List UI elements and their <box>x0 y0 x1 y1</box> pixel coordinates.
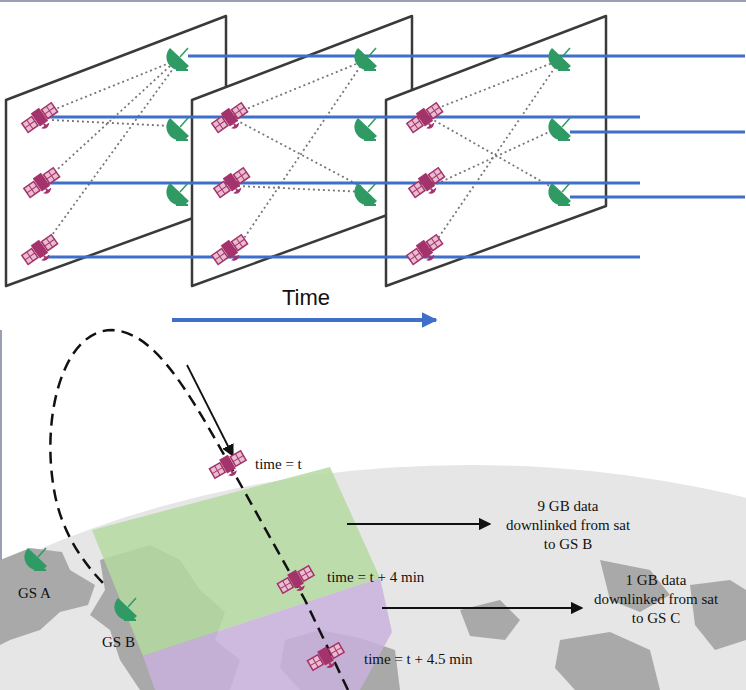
station-label: GS B <box>102 633 162 652</box>
axis-label: Time <box>266 284 346 312</box>
satellite-icon <box>208 448 250 484</box>
transfer-note: 1 GB data downlinked from sat to GS C <box>594 571 719 627</box>
possible-links <box>44 60 562 250</box>
orbit-path <box>50 330 348 690</box>
satellite-icons <box>20 100 449 270</box>
satellite-icon <box>306 640 348 676</box>
station-label: GS A <box>18 584 78 603</box>
time-label: time = t + 4.5 min <box>364 650 514 669</box>
time-arrow <box>172 318 436 322</box>
transfer-note: 9 GB data downlinked from sat to GS B <box>506 497 631 553</box>
ground-station-icon <box>114 598 137 620</box>
leader-arrow <box>347 523 490 525</box>
time-label: time = t + 4 min <box>327 568 467 587</box>
frame-line <box>0 0 746 2</box>
time-label: time = t <box>255 455 345 474</box>
direction-arrow <box>187 365 233 456</box>
leader-arrow <box>382 607 582 609</box>
coverage-region <box>143 578 392 690</box>
ground-station-icon <box>24 548 47 570</box>
satellite-icon <box>276 563 318 599</box>
ground-station-icons <box>166 48 571 205</box>
earth <box>0 465 746 690</box>
active-links <box>48 56 745 257</box>
